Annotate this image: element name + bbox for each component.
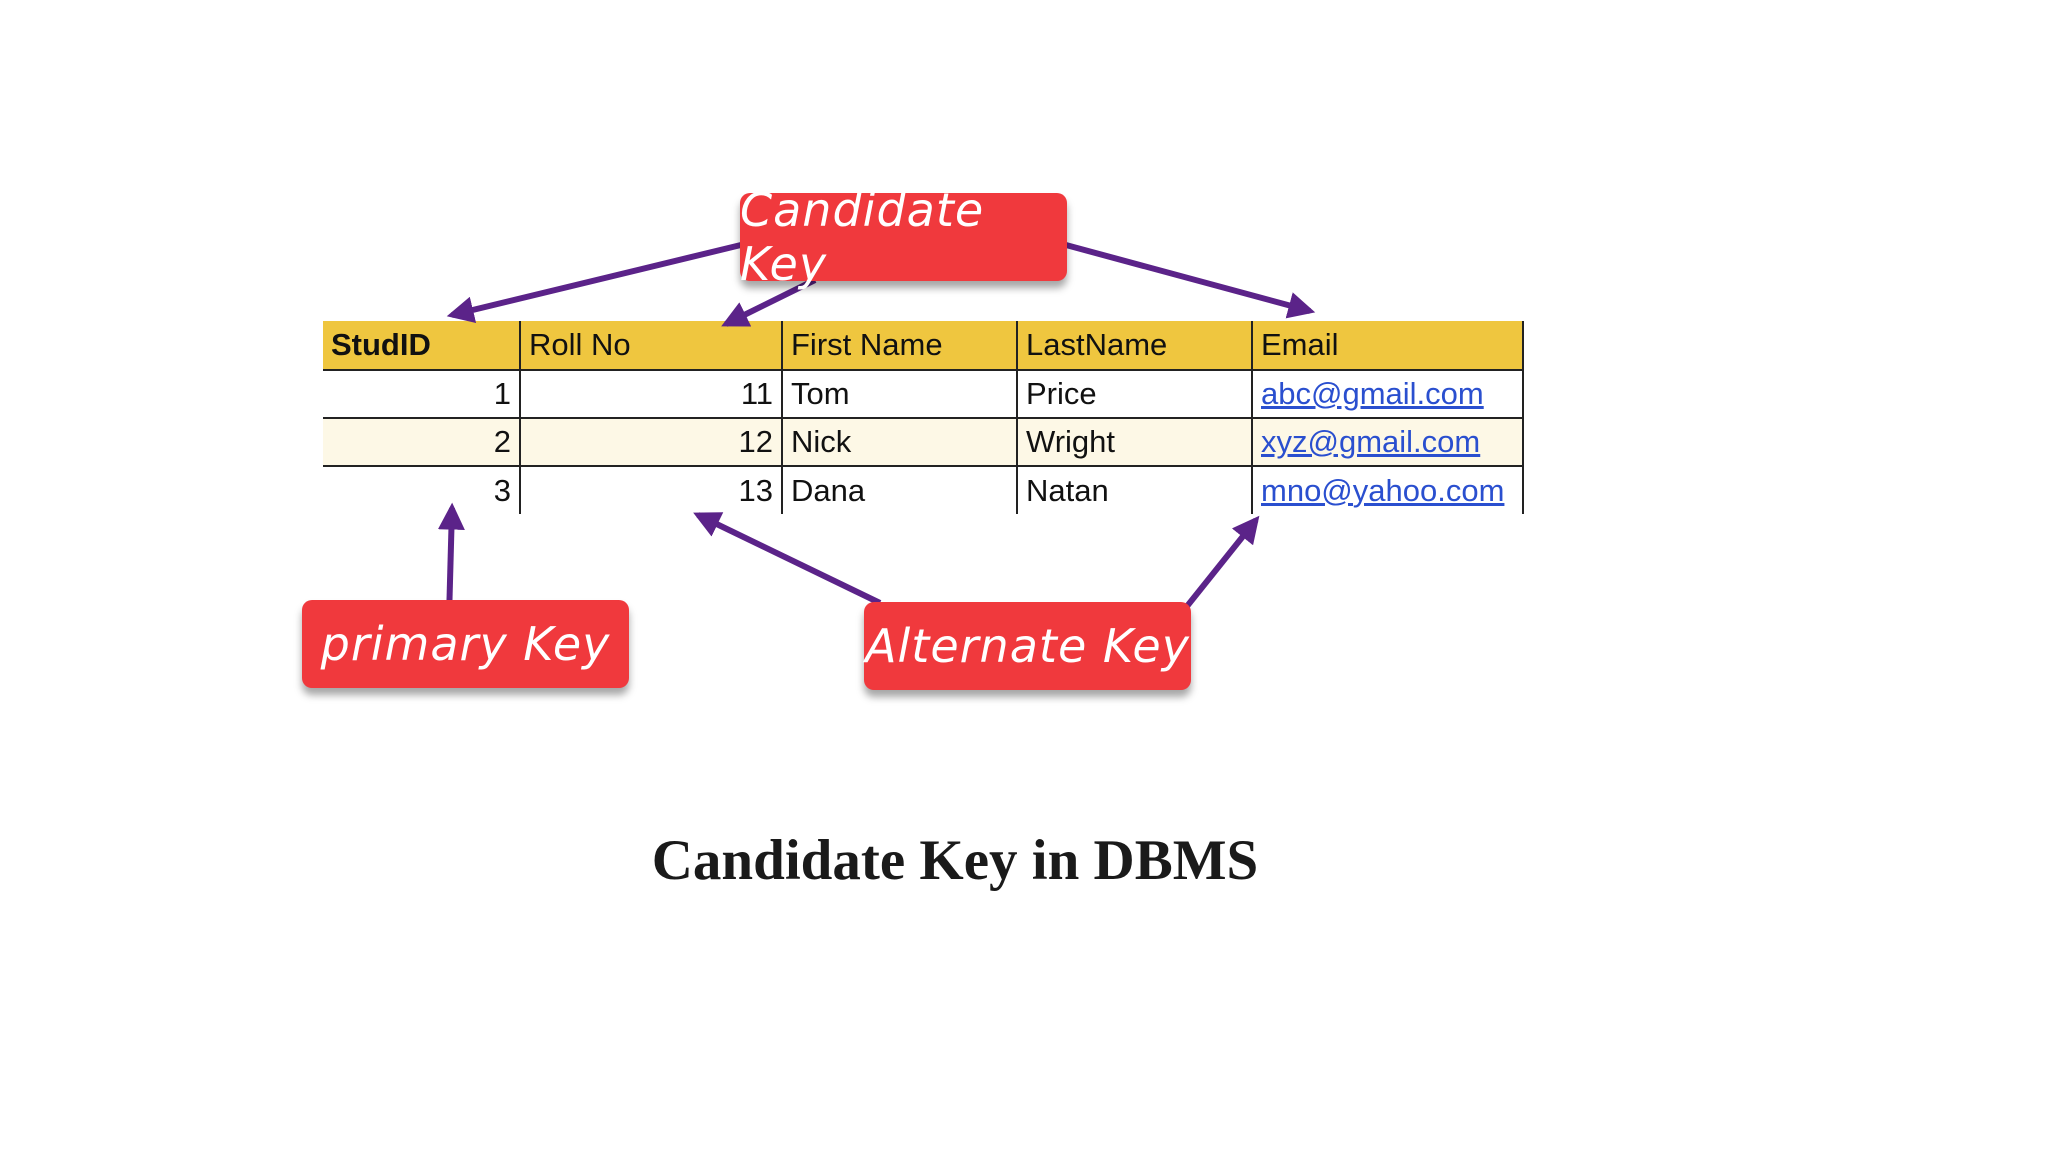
header-first-name: First Name (782, 321, 1018, 371)
cell-roll-no: 12 (520, 418, 783, 467)
email-link[interactable]: mno@yahoo.com (1261, 472, 1505, 508)
cell-email: xyz@gmail.com (1252, 418, 1524, 467)
cell-first-name: Dana (782, 466, 1018, 514)
alternate-key-label: Alternate Key (864, 602, 1191, 690)
student-table: StudID Roll No First Name LastName Email… (323, 321, 1524, 514)
cell-studid: 3 (323, 466, 521, 514)
arrow-alternate-to-roll-no (693, 512, 882, 606)
cell-roll-no: 13 (520, 466, 783, 514)
cell-last-name: Price (1017, 370, 1253, 419)
cell-email: mno@yahoo.com (1252, 466, 1524, 514)
cell-studid: 1 (323, 370, 521, 419)
cell-email: abc@gmail.com (1252, 370, 1524, 419)
arrow-candidate-to-email (1065, 242, 1316, 319)
table-row: 3 13 Dana Natan mno@yahoo.com (323, 466, 1524, 514)
arrow-alternate-to-email (1177, 515, 1260, 617)
primary-key-label: primary Key (302, 600, 629, 688)
cell-studid: 2 (323, 418, 521, 467)
header-last-name: LastName (1017, 321, 1253, 371)
header-email: Email (1252, 321, 1524, 371)
cell-first-name: Tom (782, 370, 1018, 419)
arrow-candidate-to-studid (446, 241, 746, 324)
table-header-row: StudID Roll No First Name LastName Email (323, 321, 1524, 371)
table-row: 2 12 Nick Wright xyz@gmail.com (323, 418, 1524, 467)
candidate-key-label: Candidate Key (740, 183, 1067, 291)
cell-first-name: Nick (782, 418, 1018, 467)
cell-roll-no: 11 (520, 370, 783, 419)
cell-last-name: Wright (1017, 418, 1253, 467)
table-row: 1 11 Tom Price abc@gmail.com (323, 370, 1524, 419)
email-link[interactable]: xyz@gmail.com (1261, 424, 1481, 459)
cell-last-name: Natan (1017, 466, 1253, 514)
header-studid: StudID (323, 321, 521, 371)
page-title: Candidate Key in DBMS (651, 829, 1259, 892)
header-roll-no: Roll No (520, 321, 783, 371)
email-link[interactable]: abc@gmail.com (1261, 376, 1484, 411)
